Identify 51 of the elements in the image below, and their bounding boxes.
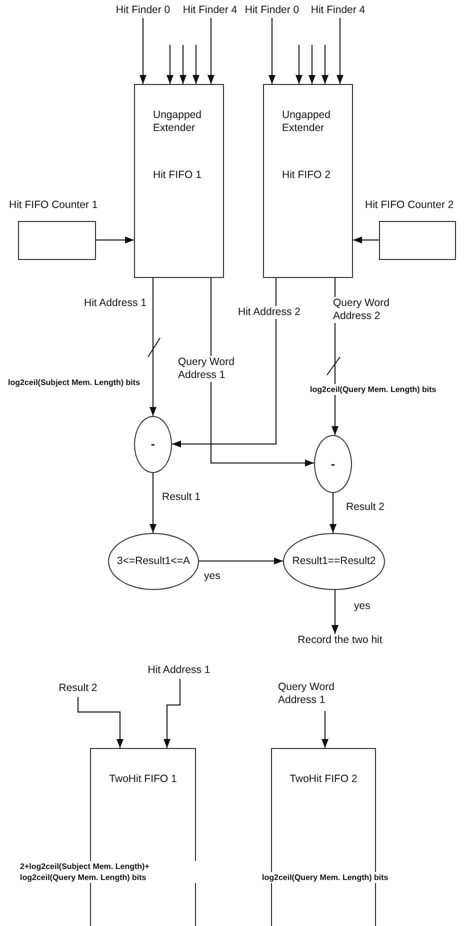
edge-label: yes: [204, 570, 220, 583]
arrow: [208, 18, 214, 84]
arrow: [140, 18, 146, 84]
block-label: TwoHit FIFO 1: [108, 773, 178, 786]
arrow: [210, 278, 314, 466]
node-label: -: [151, 438, 155, 451]
block-label: Hit FIFO 1: [153, 169, 202, 182]
block-label: TwoHit FIFO 2: [288, 773, 358, 786]
arrow: [296, 44, 302, 84]
arrow: [336, 18, 344, 84]
arrow: [322, 710, 328, 748]
box-heading: Hit FIFO Counter 1: [9, 199, 98, 212]
arrow: [322, 44, 328, 84]
arrow: [198, 558, 284, 564]
signal-label: Result 2: [52, 682, 104, 697]
bit-width-label: log2ceil(Subject Mem. Length) bits: [8, 377, 140, 388]
block-label: Ungapped Extender: [282, 109, 332, 135]
bit-width-label: log2ceil(Query Mem. Length) bits: [262, 872, 388, 883]
fifo-block: [134, 84, 224, 278]
edge-label: yes: [354, 600, 370, 613]
box-heading: Hit FIFO Counter 2: [365, 199, 454, 212]
arrow: [330, 492, 336, 534]
fifo-block: [263, 84, 353, 278]
arrow: [78, 696, 124, 748]
block-label: Ungapped Extender: [153, 109, 202, 135]
node-label: -: [331, 458, 335, 470]
arrow: [308, 44, 316, 84]
node-label: 3<=Result1<=A: [117, 555, 190, 568]
signal-label: Hit Finder 0: [241, 4, 303, 18]
signal-label: Query Word Address 1: [278, 681, 358, 711]
block-label: Hit FIFO 2: [282, 169, 332, 182]
edge-label: Hit Address 2: [238, 306, 300, 319]
subtractor-circle: [134, 416, 172, 473]
arrow: [96, 236, 134, 244]
signal-label: Hit Finder 4: [307, 4, 369, 18]
arrow: [166, 44, 174, 84]
bit-width-label: log2ceil(Query Mem. Length) bits: [310, 384, 436, 395]
arrow: [150, 472, 156, 534]
arrow: [192, 44, 200, 84]
arrow: [164, 678, 180, 748]
arrow: [332, 590, 338, 634]
node-label: Result1==Result2: [292, 555, 376, 568]
arrow: [150, 278, 156, 416]
signal-label: Hit Address 1: [138, 664, 220, 679]
arrow: [352, 236, 380, 244]
arrow: [172, 278, 276, 448]
signal-label: Record the two hit: [290, 634, 390, 649]
arrow: [180, 44, 186, 84]
arrow: [268, 18, 276, 84]
signal-label: Hit Finder 4: [179, 4, 241, 18]
signal-label: Hit Finder 0: [112, 4, 174, 18]
